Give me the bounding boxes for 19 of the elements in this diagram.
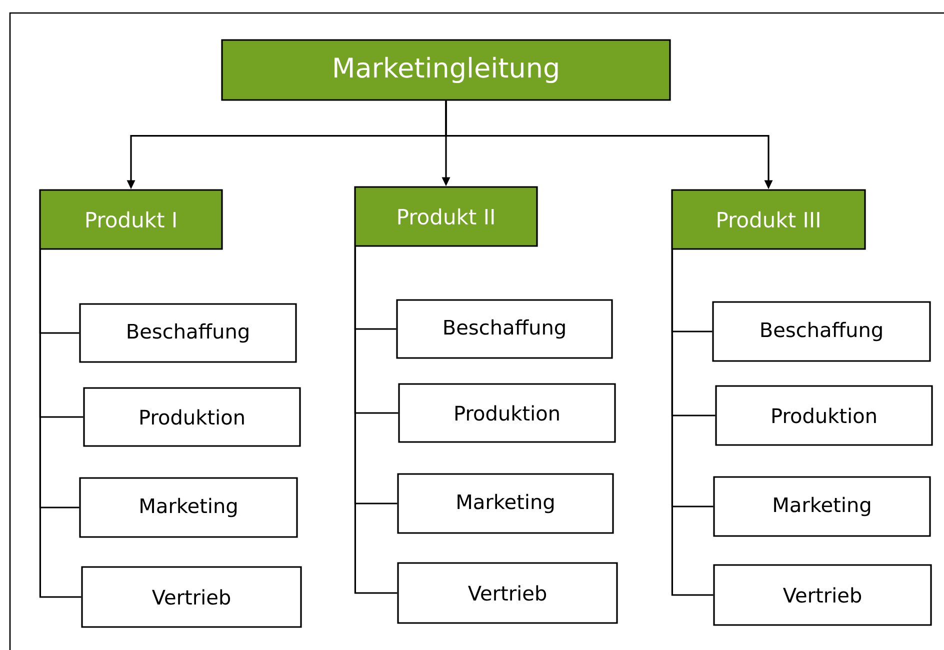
department-box: Marketing: [397, 473, 614, 534]
connector-line: [671, 250, 714, 596]
department-box: Beschaffung: [79, 303, 297, 363]
head-box: Marketingleitung: [221, 39, 671, 101]
department-box: Marketing: [79, 477, 298, 538]
product-box: Produkt II: [354, 186, 538, 247]
department-box: Vertrieb: [713, 564, 932, 626]
connector-line: [39, 250, 82, 598]
department-box: Vertrieb: [397, 562, 618, 624]
department-box: Beschaffung: [712, 301, 931, 362]
department-box: Produktion: [83, 387, 301, 447]
department-box: Beschaffung: [396, 299, 613, 359]
department-box: Produktion: [398, 383, 616, 443]
product-box: Produkt III: [671, 189, 866, 250]
department-box: Produktion: [715, 385, 933, 446]
department-box: Vertrieb: [81, 566, 302, 628]
department-box: Marketing: [713, 476, 931, 537]
connector-line: [354, 246, 398, 594]
product-box: Produkt I: [39, 189, 223, 250]
